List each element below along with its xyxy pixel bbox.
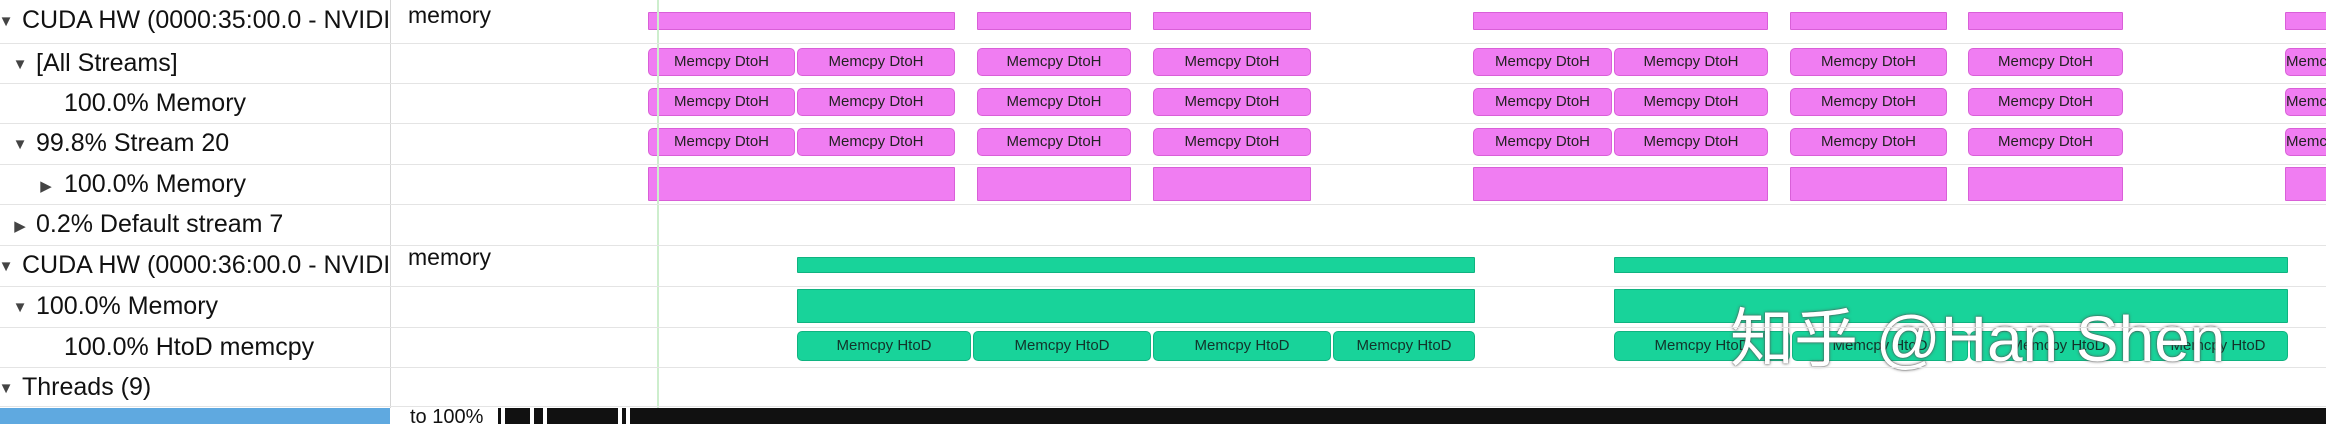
zoom-label: to 100% bbox=[390, 408, 498, 424]
memcpy-dtoh-kernel[interactable]: Memcpy DtoH bbox=[977, 48, 1131, 76]
dtoh-summary-bar[interactable] bbox=[1790, 12, 1947, 30]
expand-down-icon[interactable]: ▼ bbox=[0, 13, 14, 30]
memcpy-dtoh-kernel[interactable]: Memcpy DtoH bbox=[797, 48, 955, 76]
dtoh-memory-bar[interactable] bbox=[1473, 167, 1768, 201]
tree-row-label[interactable]: 100.0% HtoD memcpy bbox=[64, 333, 315, 361]
dtoh-memory-bar[interactable] bbox=[2285, 167, 2326, 201]
expand-down-icon[interactable]: ▼ bbox=[12, 136, 28, 153]
memcpy-dtoh-kernel[interactable]: Memcpy DtoH bbox=[797, 128, 955, 156]
dtoh-summary-bar[interactable] bbox=[648, 12, 955, 30]
overview-tick bbox=[543, 408, 547, 424]
row-separator bbox=[0, 406, 2326, 407]
tree-row-label[interactable]: 99.8% Stream 20 bbox=[36, 129, 230, 157]
overview-tick bbox=[530, 408, 534, 424]
memcpy-htod-kernel[interactable]: Memcpy HtoD bbox=[1153, 331, 1331, 361]
memcpy-dtoh-kernel[interactable]: Memcpy DtoH bbox=[1614, 48, 1768, 76]
expand-down-icon[interactable]: ▼ bbox=[12, 299, 28, 316]
memcpy-dtoh-kernel[interactable]: Memcpy DtoH bbox=[1968, 88, 2123, 116]
gpu36-memory-label: memory bbox=[408, 244, 492, 270]
memcpy-dtoh-kernel[interactable]: Memcpy DtoH bbox=[1473, 88, 1612, 116]
memcpy-dtoh-kernel[interactable]: Memcpy DtoH bbox=[977, 88, 1131, 116]
tree-row-label[interactable]: 100.0% Memory bbox=[64, 89, 247, 117]
row-separator bbox=[0, 123, 2326, 124]
memcpy-dtoh-kernel[interactable]: Memcpy DtoH bbox=[1790, 48, 1947, 76]
tree-row-label[interactable]: CUDA HW (0000:35:00.0 - NVIDI bbox=[22, 6, 388, 34]
memcpy-htod-kernel[interactable]: Memcpy HtoD bbox=[973, 331, 1151, 361]
memcpy-dtoh-kernel[interactable]: Memcpy DtoH bbox=[1153, 48, 1311, 76]
memcpy-dtoh-kernel[interactable]: Memcpy DtoH bbox=[1153, 88, 1311, 116]
memcpy-htod-kernel[interactable]: Memcpy HtoD bbox=[2148, 331, 2288, 361]
memcpy-dtoh-kernel[interactable]: Memcpy DtoH bbox=[1790, 128, 1947, 156]
dtoh-summary-bar[interactable] bbox=[1153, 12, 1311, 30]
tree-row-label[interactable]: 100.0% Memory bbox=[64, 170, 247, 198]
memcpy-dtoh-kernel[interactable]: Memcpy DtoH bbox=[648, 128, 795, 156]
memcpy-htod-kernel[interactable]: Memcpy HtoD bbox=[1970, 331, 2146, 361]
dtoh-memory-bar[interactable] bbox=[977, 167, 1131, 201]
memcpy-dtoh-kernel[interactable]: Memcpy DtoH bbox=[648, 88, 795, 116]
memcpy-htod-kernel[interactable]: Memcpy HtoD bbox=[1333, 331, 1475, 361]
htod-memory-bar[interactable] bbox=[797, 289, 1475, 323]
expand-down-icon[interactable]: ▼ bbox=[12, 56, 28, 73]
dtoh-memory-bar[interactable] bbox=[1790, 167, 1947, 201]
htod-summary-bar[interactable] bbox=[797, 257, 1475, 273]
memcpy-htod-kernel[interactable]: Memcpy HtoD bbox=[1792, 331, 1968, 361]
tree-row-label[interactable]: CUDA HW (0000:36:00.0 - NVIDI bbox=[22, 251, 388, 279]
row-separator bbox=[0, 367, 2326, 368]
selected-row-highlight[interactable] bbox=[0, 408, 390, 424]
dtoh-memory-bar[interactable] bbox=[648, 167, 955, 201]
memcpy-dtoh-kernel[interactable]: Memcpy DtoH bbox=[797, 88, 955, 116]
dtoh-summary-bar[interactable] bbox=[1473, 12, 1768, 30]
tree-row-label[interactable]: 0.2% Default stream 7 bbox=[36, 210, 284, 238]
tree-row-label[interactable]: [All Streams] bbox=[36, 49, 178, 77]
dtoh-memory-bar[interactable] bbox=[1153, 167, 1311, 201]
memcpy-dtoh-kernel[interactable]: Memcpy DtoH bbox=[2285, 48, 2326, 76]
memcpy-dtoh-kernel[interactable]: Memcpy DtoH bbox=[1473, 48, 1612, 76]
overview-tick bbox=[626, 408, 630, 424]
watermark-text: 知乎 @Han Shen bbox=[1730, 303, 2226, 375]
memcpy-dtoh-kernel[interactable]: Memcpy DtoH bbox=[1614, 88, 1768, 116]
memcpy-dtoh-kernel[interactable]: Memcpy DtoH bbox=[1153, 128, 1311, 156]
memcpy-dtoh-kernel[interactable]: Memcpy DtoH bbox=[1473, 128, 1612, 156]
row-separator bbox=[0, 83, 2326, 84]
expand-down-icon[interactable]: ▼ bbox=[0, 380, 14, 397]
htod-summary-bar[interactable] bbox=[1614, 257, 2288, 273]
expand-right-icon[interactable]: ▶ bbox=[14, 218, 26, 235]
dtoh-summary-bar[interactable] bbox=[1968, 12, 2123, 30]
row-separator bbox=[0, 286, 2326, 287]
dtoh-summary-bar[interactable] bbox=[2285, 12, 2326, 30]
memcpy-dtoh-kernel[interactable]: Memcpy DtoH bbox=[2285, 88, 2326, 116]
memcpy-dtoh-kernel[interactable]: Memcpy DtoH bbox=[977, 128, 1131, 156]
dtoh-memory-bar[interactable] bbox=[1968, 167, 2123, 201]
timeline-overview[interactable] bbox=[498, 408, 2326, 424]
row-separator bbox=[0, 204, 2326, 205]
row-separator bbox=[0, 327, 2326, 328]
dtoh-summary-bar[interactable] bbox=[977, 12, 1131, 30]
row-separator bbox=[0, 245, 2326, 246]
memcpy-dtoh-kernel[interactable]: Memcpy DtoH bbox=[2285, 128, 2326, 156]
gpu35-memory-label: memory bbox=[408, 2, 492, 28]
memcpy-dtoh-kernel[interactable]: Memcpy DtoH bbox=[1968, 48, 2123, 76]
bottom-bar: to 100% bbox=[0, 408, 2326, 424]
memcpy-htod-kernel[interactable]: Memcpy HtoD bbox=[797, 331, 971, 361]
htod-memory-bar[interactable] bbox=[1614, 289, 2288, 323]
expand-down-icon[interactable]: ▼ bbox=[0, 258, 14, 275]
row-separator bbox=[0, 43, 2326, 44]
tree-row-label[interactable]: 100.0% Memory bbox=[36, 292, 219, 320]
tree-row-label[interactable]: Threads (9) bbox=[22, 373, 152, 401]
overview-tick bbox=[618, 408, 622, 424]
memcpy-dtoh-kernel[interactable]: Memcpy DtoH bbox=[648, 48, 795, 76]
memcpy-htod-kernel[interactable]: Memcpy HtoD bbox=[1614, 331, 1790, 361]
memcpy-dtoh-kernel[interactable]: Memcpy DtoH bbox=[1790, 88, 1947, 116]
memcpy-dtoh-kernel[interactable]: Memcpy DtoH bbox=[1614, 128, 1768, 156]
memcpy-dtoh-kernel[interactable]: Memcpy DtoH bbox=[1968, 128, 2123, 156]
expand-right-icon[interactable]: ▶ bbox=[40, 178, 52, 195]
overview-tick bbox=[501, 408, 505, 424]
row-separator bbox=[0, 164, 2326, 165]
